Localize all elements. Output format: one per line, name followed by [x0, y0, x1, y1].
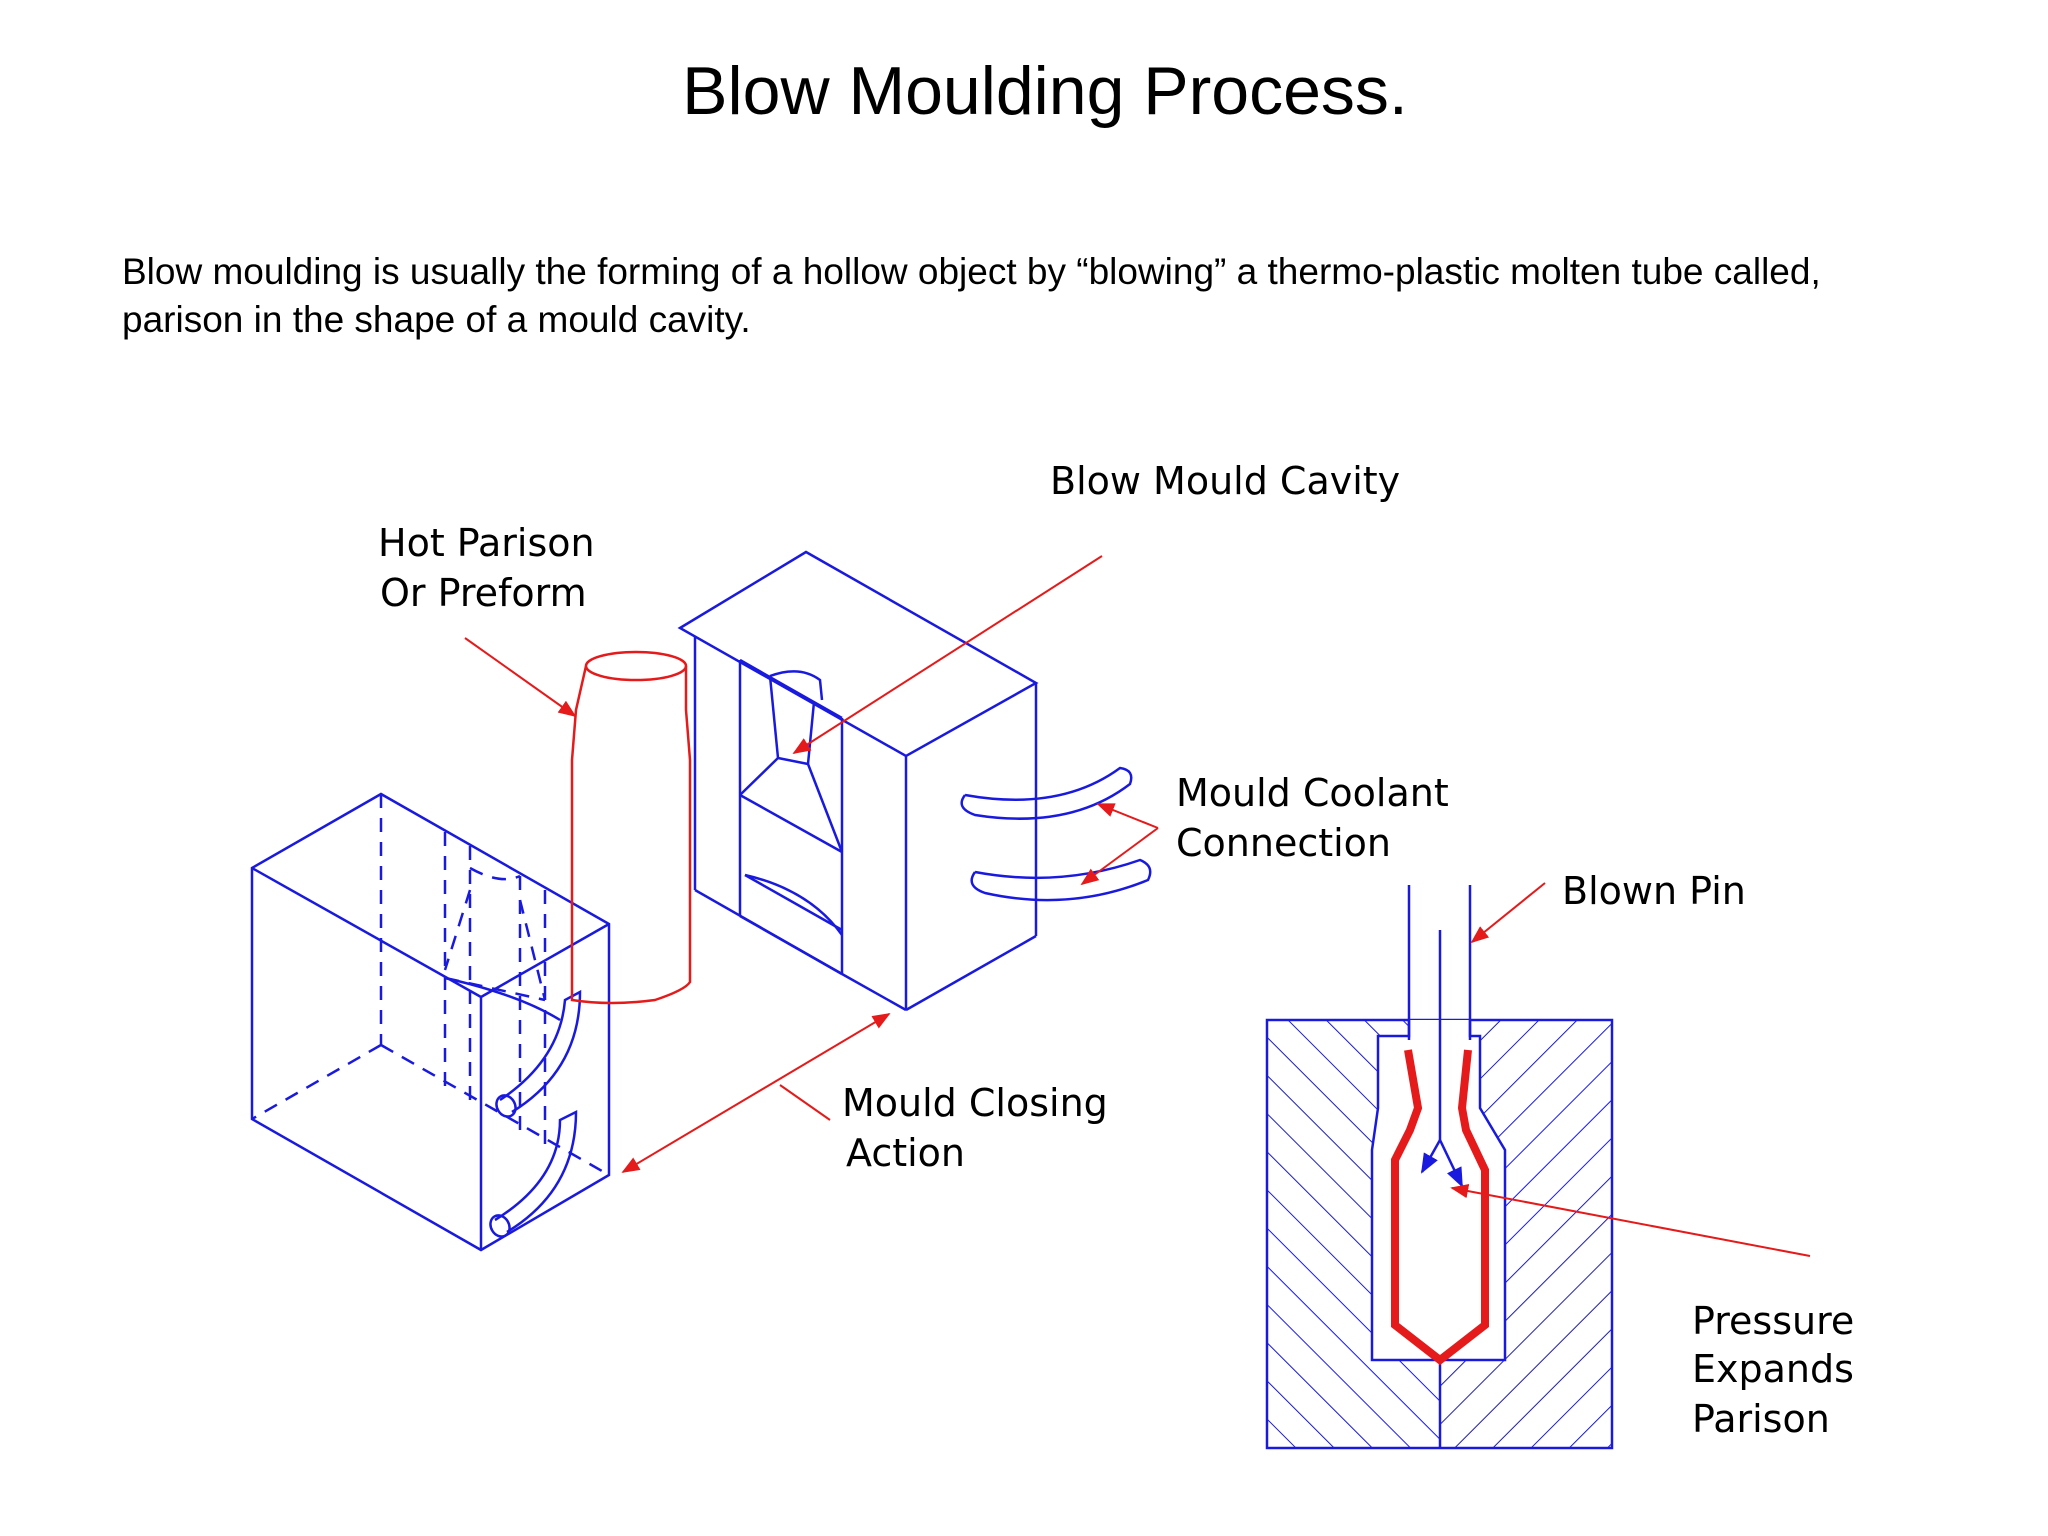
label-pressure-3: Parison — [1692, 1397, 1830, 1441]
leader-hot-parison — [464, 637, 577, 718]
leader-lines — [464, 555, 1811, 1257]
intro-line-1: Blow moulding is usually the forming of … — [122, 251, 1821, 292]
leader-pressure — [1450, 1183, 1811, 1257]
page-title: Blow Moulding Process. — [682, 53, 1408, 129]
intro-paragraph: Blow moulding is usually the forming of … — [122, 248, 2002, 344]
label-mould-coolant-2: Connection — [1176, 821, 1391, 865]
intro-line-2: parison in the shape of a mould cavity. — [122, 299, 751, 340]
front-mould-half — [250, 792, 611, 1252]
label-pressure-1: Pressure — [1692, 1299, 1854, 1343]
cross-section-mould — [1265, 885, 1614, 1450]
label-mould-coolant-1: Mould Coolant — [1176, 771, 1449, 815]
hot-parison — [570, 650, 692, 1005]
label-hot-parison-2: Or Preform — [380, 571, 587, 615]
leader-blow-mould-cavity — [792, 555, 1103, 754]
label-mould-closing-1: Mould Closing — [842, 1081, 1108, 1125]
label-blow-mould-cavity: Blow Mould Cavity — [1050, 459, 1400, 503]
label-mould-closing-2: Action — [846, 1131, 965, 1175]
leader-mould-closing — [621, 1013, 891, 1173]
label-pressure-2: Expands — [1692, 1347, 1854, 1391]
leader-coolant-2 — [1080, 827, 1159, 886]
leader-coolant-1 — [1096, 803, 1159, 829]
label-blown-pin: Blown Pin — [1562, 869, 1746, 913]
back-mould-half — [677, 550, 1152, 1012]
leader-blown-pin — [1470, 882, 1546, 944]
label-hot-parison-1: Hot Parison — [378, 521, 595, 565]
